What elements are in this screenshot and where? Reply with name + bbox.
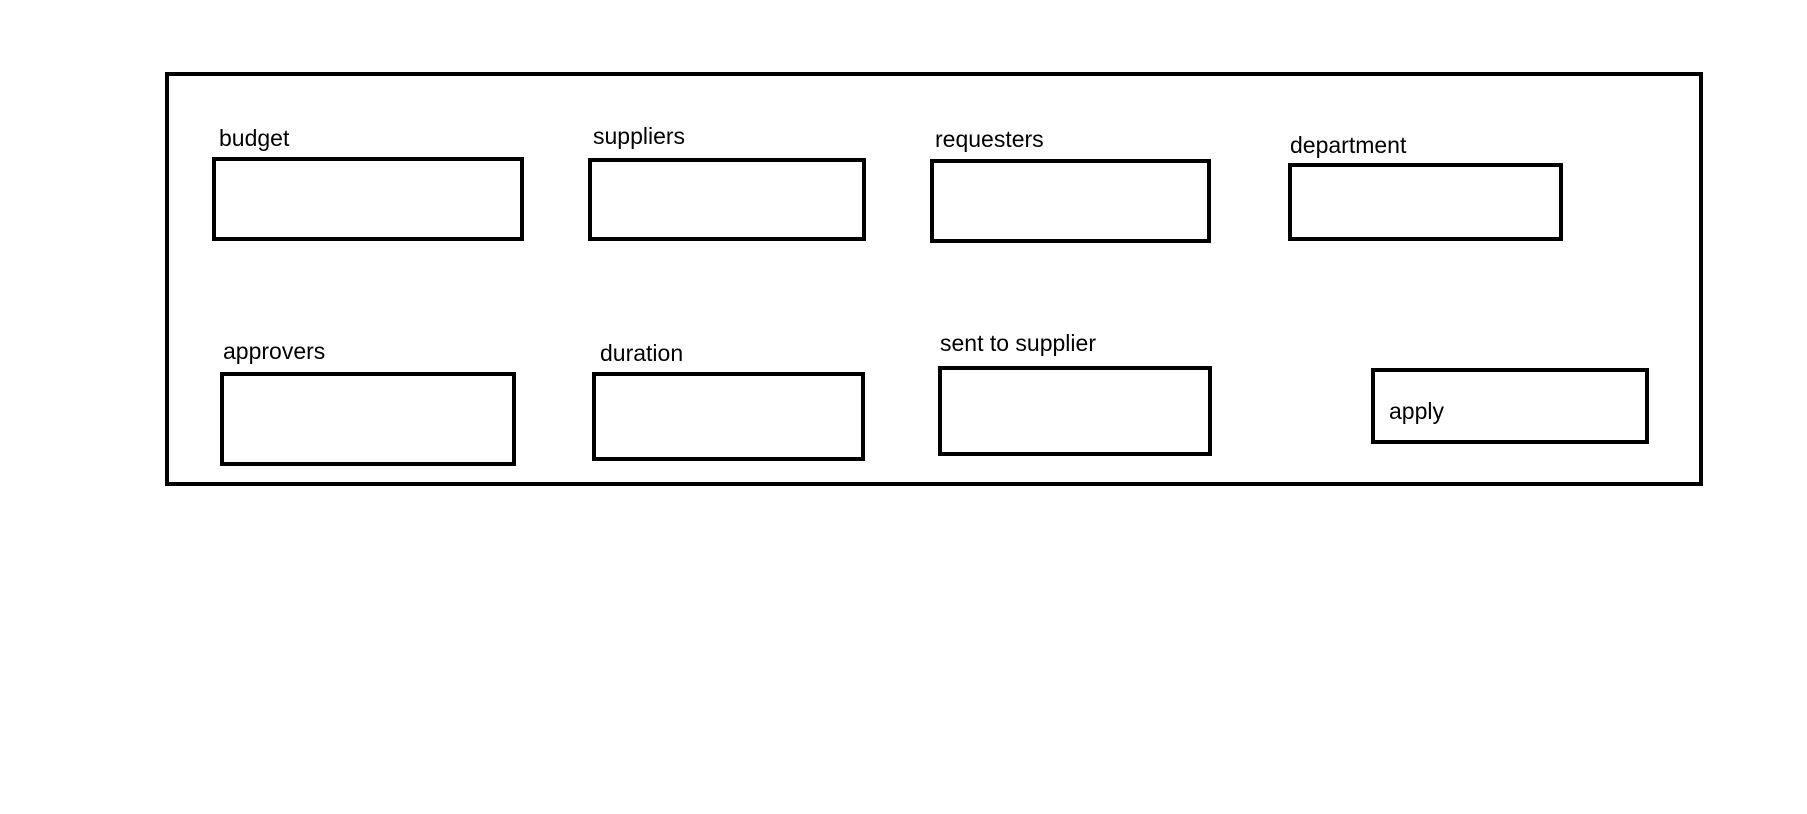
duration-label: duration [600,340,684,366]
sent-to-supplier-field[interactable] [938,366,1212,456]
suppliers-field[interactable] [588,158,866,241]
department-label: department [1290,132,1407,158]
sent-to-supplier-label: sent to supplier [940,330,1096,356]
filter-panel [165,72,1703,486]
requesters-label: requesters [935,126,1044,152]
duration-field[interactable] [592,372,865,461]
approvers-field[interactable] [220,372,516,466]
suppliers-label: suppliers [593,123,686,149]
budget-label: budget [219,125,290,151]
department-field[interactable] [1288,163,1563,241]
apply-button[interactable]: apply [1371,368,1649,444]
requesters-field[interactable] [930,159,1211,243]
budget-field[interactable] [212,157,524,241]
approvers-label: approvers [223,338,326,364]
